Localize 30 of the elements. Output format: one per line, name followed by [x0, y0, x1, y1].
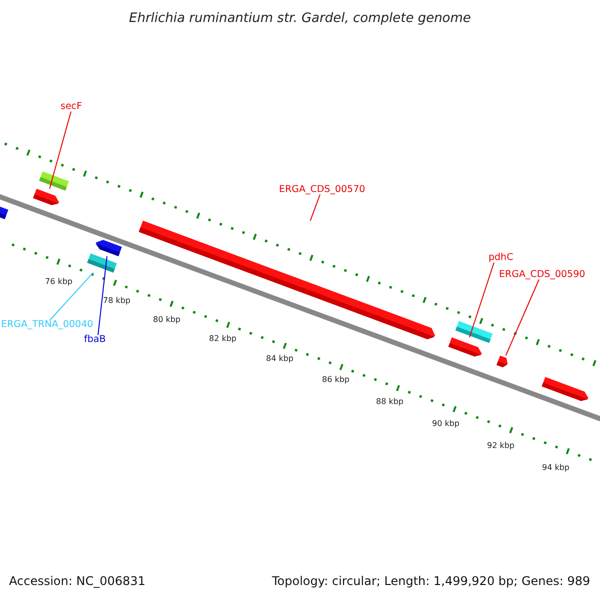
gene-feature — [95, 240, 122, 256]
tick-label: 92 kbp — [487, 442, 515, 450]
tick-label: 90 kbp — [432, 420, 460, 428]
tick-label: 86 kbp — [322, 376, 350, 384]
leader-line — [49, 111, 72, 190]
tick-label: 80 kbp — [153, 316, 181, 324]
tick-label: 78 kbp — [103, 297, 131, 305]
gene-feature — [496, 356, 508, 368]
tick-label: 94 kbp — [542, 464, 570, 472]
leader-line — [505, 279, 540, 356]
gene-feature — [33, 188, 60, 206]
gene-label: pdhC — [488, 252, 514, 263]
tick-label: 82 kbp — [209, 335, 237, 343]
footer-text: Accession: NC_006831 — [9, 575, 146, 587]
gene-label: ERGA_CDS_00570 — [279, 184, 366, 195]
tick-label: 88 kbp — [376, 398, 404, 406]
gene-label: ERGA_TRNA_00040 — [1, 319, 94, 330]
gene-feature — [448, 337, 482, 357]
gene-label: secF — [60, 101, 82, 112]
footer-text: Topology: circular; Length: 1,499,920 bp; Genes: 989 — [272, 575, 590, 587]
leader-line — [310, 194, 320, 222]
tick-label: 84 kbp — [266, 355, 294, 363]
diagram-title: Ehrlichia ruminantium str. Gardel, complete genome — [129, 12, 471, 24]
leader-line — [468, 262, 494, 338]
gene-label: fbaB — [84, 334, 106, 345]
gene-feature — [87, 253, 117, 273]
gene-label: ERGA_CDS_00590 — [499, 269, 586, 280]
tick-label: 76 kbp — [45, 278, 73, 286]
leader-line — [98, 256, 108, 336]
leader-line — [50, 272, 94, 320]
